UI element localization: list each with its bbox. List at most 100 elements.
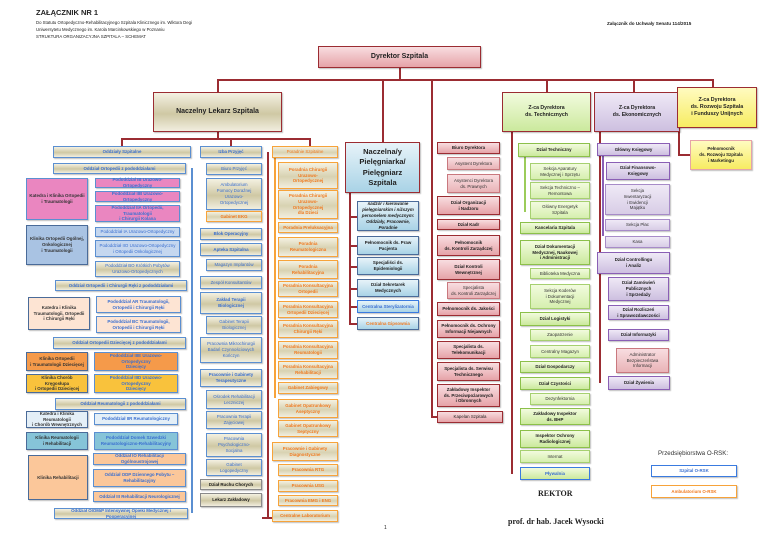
unit[interactable]: Dział Ruchu Chorych — [200, 479, 262, 490]
unit[interactable]: Biuro Przyjęć — [206, 163, 262, 175]
unit[interactable]: Pracownia Psychologiczno- Socjalna — [206, 433, 262, 457]
unit[interactable]: Kapelan Szpitala — [437, 411, 503, 423]
subward[interactable]: Pododdział Domek Szwedzki Reumatologiczn… — [94, 432, 178, 450]
ward-orthopedics[interactable]: Oddział Ortopedii z pododdziałami — [53, 163, 186, 174]
clinic[interactable]: Gabinet Opatrunkowy Aseptyczny — [278, 399, 338, 418]
clinic[interactable]: Poradnia Konsultacyjna Rehabilitacji — [278, 361, 338, 379]
subward[interactable]: Pododdział IIO Urazowo-Ortopedyczny i Or… — [95, 240, 180, 257]
subward[interactable]: Pododdział IIIE Urazowo-Ortopedyczny Dzi… — [94, 352, 178, 371]
clinic[interactable]: Poradnia Preluksacyjna — [278, 222, 338, 233]
unit[interactable]: Kancelaria Szpitala — [520, 222, 590, 234]
unit[interactable]: Dział Controllingu i Analiz — [597, 252, 670, 274]
unit[interactable]: Zakładowy Inspektor ds. BHP — [520, 408, 590, 425]
unit[interactable]: Gabinet Logopedyczny — [206, 459, 262, 476]
unit[interactable]: Administrator Bezpieczeństwa Informacji — [616, 348, 669, 373]
deputy-economic-box[interactable]: Z-ca Dyrektora ds. Ekonomicznych — [594, 92, 680, 132]
clinics-header[interactable]: Poradnie Szpitalne — [272, 146, 338, 158]
subward[interactable]: Pododdział IIB Urazowo-Ortopedyczny — [95, 191, 180, 202]
central-laboratory[interactable]: Centralne Laboratorium — [272, 510, 338, 522]
unit[interactable]: Sekcja Inwentaryzacji i Ewidencji Majątk… — [605, 184, 670, 215]
ward-rehab[interactable]: Oddział ODP Dziennego Pobytu – Rehabilit… — [93, 469, 186, 487]
unit[interactable]: Zakładowy Inspektor ds. Przeciwpożarowyc… — [437, 384, 500, 407]
technical-department[interactable]: Dział Techniczny — [518, 143, 590, 157]
unit[interactable]: Inspektor Ochrony Radiologicznej — [520, 430, 590, 448]
clinic-general-orthopedics[interactable]: Klinika Ortopedii Ogólnej, Onkologicznej… — [26, 225, 88, 265]
clinic[interactable]: Poradnia Rehabilitacyjna — [278, 260, 338, 279]
nursing-unit[interactable]: Specjaliści ds. Epidemiologii — [357, 257, 419, 275]
unit[interactable]: Dział Finansowo- Księgowy — [606, 162, 670, 180]
unit[interactable]: Specjalista ds. Kontroli Zarządczej — [447, 282, 500, 299]
clinic[interactable]: Poradnia Konsultacyjna Ortopedii — [278, 281, 338, 297]
clinic[interactable]: Poradnia Reumatologiczna — [278, 237, 338, 257]
unit[interactable]: Zespół Konsultantów — [200, 276, 262, 289]
clinic[interactable]: Poradnia Konsultacyjna Reumatologii — [278, 341, 338, 359]
unit[interactable]: Ambulatorium Pomocy Doraźnej Urazowo- Or… — [206, 178, 262, 210]
unit[interactable]: Dział Dokumentacji Medycznej, Naukowej i… — [520, 240, 590, 265]
unit[interactable]: Gabinet EKG — [206, 211, 262, 222]
unit[interactable]: Specjalista ds. Telekomunikacji — [437, 341, 500, 359]
unit[interactable]: Pełnomocnik ds. Jakości — [437, 302, 500, 316]
central-sterilization[interactable]: Centralna Sterylizatornia — [357, 300, 419, 313]
clinic-traumatology[interactable]: Katedra i Klinika Traumatologii, Ortoped… — [28, 297, 90, 330]
unit[interactable]: Biblioteka Medyczna — [530, 268, 590, 279]
unit[interactable]: Dezynfektornia — [530, 393, 590, 405]
clinic-spine[interactable]: Klinika Chorób Kręgosłupa i Ortopedii Dz… — [26, 374, 88, 393]
unit[interactable]: Lekarz Zakładowy — [200, 493, 262, 507]
unit[interactable]: Sekcja Koderów i Dokumentacji Medycznej — [530, 284, 590, 309]
unit[interactable]: Pełnomocnik ds. Kontroli Zarządczej — [437, 235, 500, 256]
unit[interactable]: Asystent Dyrektora — [447, 157, 500, 170]
unit[interactable]: Pracownia Mikrochirurgii Badań Czynności… — [200, 337, 262, 363]
deputy-development-box[interactable]: Z-ca Dyrektora ds. Rozwoju Szpitala i Fu… — [677, 87, 757, 128]
clinic-rehabilitation[interactable]: Klinika Rehabilitacji — [28, 455, 88, 500]
chief-accountant[interactable]: Główny Księgowy — [597, 143, 670, 156]
unit[interactable]: Centralny Magazyn — [530, 345, 590, 358]
swimming-pool[interactable]: Pływalnia — [520, 467, 590, 480]
subward[interactable]: Pododdział IIA Ortopedii, Traumatologii … — [95, 205, 180, 222]
unit[interactable]: Specjalista ds. Serwisu Technicznego — [437, 362, 500, 381]
unit[interactable]: Dział Informatyki — [608, 329, 669, 341]
unit[interactable]: Dział Kontroli Wewnętrznej — [437, 259, 500, 280]
diagnostic-lab[interactable]: Pracownia USG — [278, 480, 338, 492]
unit[interactable]: Dział Rozliczeń i Sprawozdawczości — [608, 305, 669, 320]
nursing-unit[interactable]: Pełnomocnik ds. Praw Pacjenta — [357, 236, 419, 255]
clinic-pediatric-orthopedics[interactable]: Klinika Ortopedii i Traumatologii Dzieci… — [26, 352, 88, 371]
ward-pediatric-orthopedics[interactable]: Oddział Ortopedii Dziecięcej z pododdzia… — [53, 337, 186, 349]
unit[interactable]: Blok Operacyjny — [200, 228, 262, 240]
chief-doctor-box[interactable]: Naczelny Lekarz Szpitala — [153, 92, 282, 132]
unit[interactable]: Dział Zamówień Publicznych i Sprzedaży — [608, 277, 669, 301]
ward-hand-surgery[interactable]: Oddział Ortopedii i Chirurgii Ręki z pod… — [55, 280, 187, 291]
clinic[interactable]: Gabinet Opatrunkowy Septyczny — [278, 420, 338, 437]
unit[interactable]: Pracownie i Gabinety Terapeutyczne — [200, 369, 262, 387]
development-representative[interactable]: Pełnomocnik ds. Rozwoju Szpitala i Marke… — [690, 140, 752, 170]
ward-icu[interactable]: Oddział OIOMiP Intensywnej Opieki Medycz… — [54, 508, 188, 519]
subward[interactable]: Pododdział BC Traumatologii, Ortopedii i… — [96, 316, 181, 333]
nursing-unit[interactable]: Dział Sekretarek Medycznych — [357, 279, 419, 297]
diagnostic-lab[interactable]: Pracownia EMG i ENG — [278, 495, 338, 506]
unit[interactable]: Sekcja Aparatury Medycznej i Sprzętu — [530, 163, 590, 180]
unit[interactable]: Pełnomocnik ds. Ochrony Informacji Nieja… — [437, 320, 500, 338]
deputy-technical-box[interactable]: Z-ca Dyrektora ds. Technicznych — [502, 92, 591, 132]
clinic[interactable]: Poradnia Konsultacyjna Chirurgii Ręki — [278, 320, 338, 338]
subward[interactable]: Pododdział IIID Urazowo-Ortopedyczny Dzi… — [94, 374, 178, 393]
clinic[interactable]: Poradnia Chirurgii Urazowo- Ortopedyczne… — [278, 162, 338, 189]
clinic[interactable]: Poradnia Chirurgii Urazowo- Ortopedyczne… — [278, 190, 338, 219]
unit[interactable]: Dział Kadr — [437, 219, 500, 230]
admissions[interactable]: Izba Przyjęć — [200, 146, 262, 158]
clinic[interactable]: Gabinet Zabiegowy — [278, 382, 338, 394]
central-plaster-room[interactable]: Centralna Gipsownia — [357, 317, 419, 330]
unit[interactable]: Gabinet Terapii Biologicznej — [206, 316, 262, 334]
director-box[interactable]: Dyrektor Szpitala — [318, 46, 481, 68]
clinic-orthopedics[interactable]: Katedra i Klinika Ortopedii i Traumatolo… — [26, 178, 88, 220]
subward[interactable]: Pododdział IA Urazowo-Ortopedyczny — [95, 227, 180, 237]
unit[interactable]: Dział Żywienia — [608, 376, 670, 390]
unit[interactable]: Dział Logistyki — [520, 312, 590, 326]
unit[interactable]: Zaopatrzenie — [530, 329, 590, 341]
unit[interactable]: Sekcja Płac — [605, 219, 670, 231]
nursing-supervision[interactable]: nadzór i kierowanie pielęgniarskim i niż… — [357, 201, 419, 231]
unit[interactable]: Dział Organizacji i Nadzoru — [437, 196, 500, 215]
unit[interactable]: Kasa — [605, 236, 670, 248]
ward-rehab[interactable]: Oddział III Rehabilitacji Neurologicznej — [93, 491, 186, 502]
clinic[interactable]: Poradnia Konsultacyjna Ortopedii Dziecię… — [278, 301, 338, 318]
unit[interactable]: Ośrodek Rehabilitacji Leczniczej — [206, 390, 262, 409]
diagnostic-lab[interactable]: Pracownia RTG — [278, 464, 338, 476]
